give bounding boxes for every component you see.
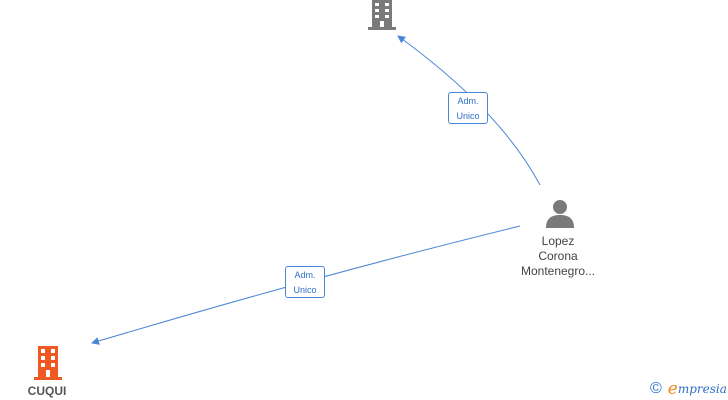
edge-label-line: Adm. [294,270,316,280]
person-node[interactable] [544,198,576,228]
person-name-line: Lopez [541,234,575,248]
edge-label-top: Adm. Unico [448,92,488,124]
edge-label-line: Unico [293,285,317,295]
brand-initial: e [667,379,678,399]
edge-label-bottom: Adm. Unico [285,266,325,298]
person-icon [546,200,574,228]
copyright-icon: © [650,380,662,397]
company-cuqui-label[interactable]: CUQUI [27,384,67,398]
edge-label-line: Adm. [457,96,479,106]
edge-label-line: Unico [456,111,480,121]
building-icon [368,0,396,30]
brand-name: mpresia [677,382,727,396]
person-name-line: Montenegro... [520,264,596,278]
company-top-node[interactable] [366,0,398,30]
company-cuqui-node[interactable] [32,346,64,380]
brand-logo: © e mpresia [650,380,727,398]
person-name[interactable]: Lopez Corona Montenegro... [502,234,614,279]
building-icon [34,346,62,380]
person-name-line: Corona [538,249,578,263]
